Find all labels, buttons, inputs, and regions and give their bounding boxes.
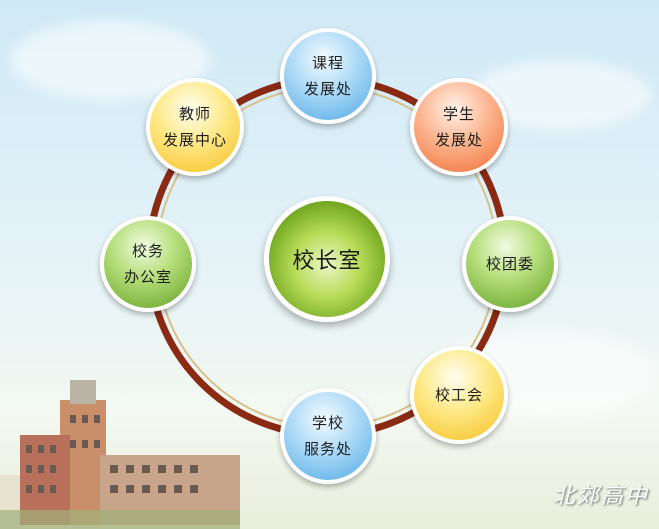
node-label: 学校 [311, 414, 344, 432]
node-label: 发展处 [303, 80, 352, 98]
node-label: 发展处 [434, 131, 483, 149]
admin-office-node[interactable]: 校务 办公室 [100, 216, 196, 312]
student-dept-node[interactable]: 学生 发展处 [410, 78, 508, 176]
node-label: 服务处 [303, 440, 352, 458]
labor-union-node[interactable]: 校工会 [410, 346, 508, 444]
school-name-watermark: 北郊高中 [552, 484, 649, 509]
node-label: 校务 [131, 242, 164, 260]
node-label: 教师 [178, 105, 211, 123]
school-services-node[interactable]: 学校 服务处 [280, 388, 376, 484]
principal-office-node[interactable]: 校长室 [264, 196, 390, 322]
youth-league-node[interactable]: 校团委 [462, 216, 558, 312]
node-label: 校工会 [434, 386, 483, 404]
curriculum-dept-node[interactable]: 课程 发展处 [280, 28, 376, 124]
principal-office-label: 校长室 [292, 249, 362, 274]
school-building-image [0, 380, 240, 529]
node-label: 校团委 [485, 255, 534, 273]
teacher-dev-center-node[interactable]: 教师 发展中心 [146, 78, 244, 176]
node-label: 发展中心 [162, 131, 227, 149]
node-label: 学生 [442, 105, 475, 123]
node-label: 课程 [311, 54, 344, 72]
node-label: 办公室 [123, 268, 172, 286]
